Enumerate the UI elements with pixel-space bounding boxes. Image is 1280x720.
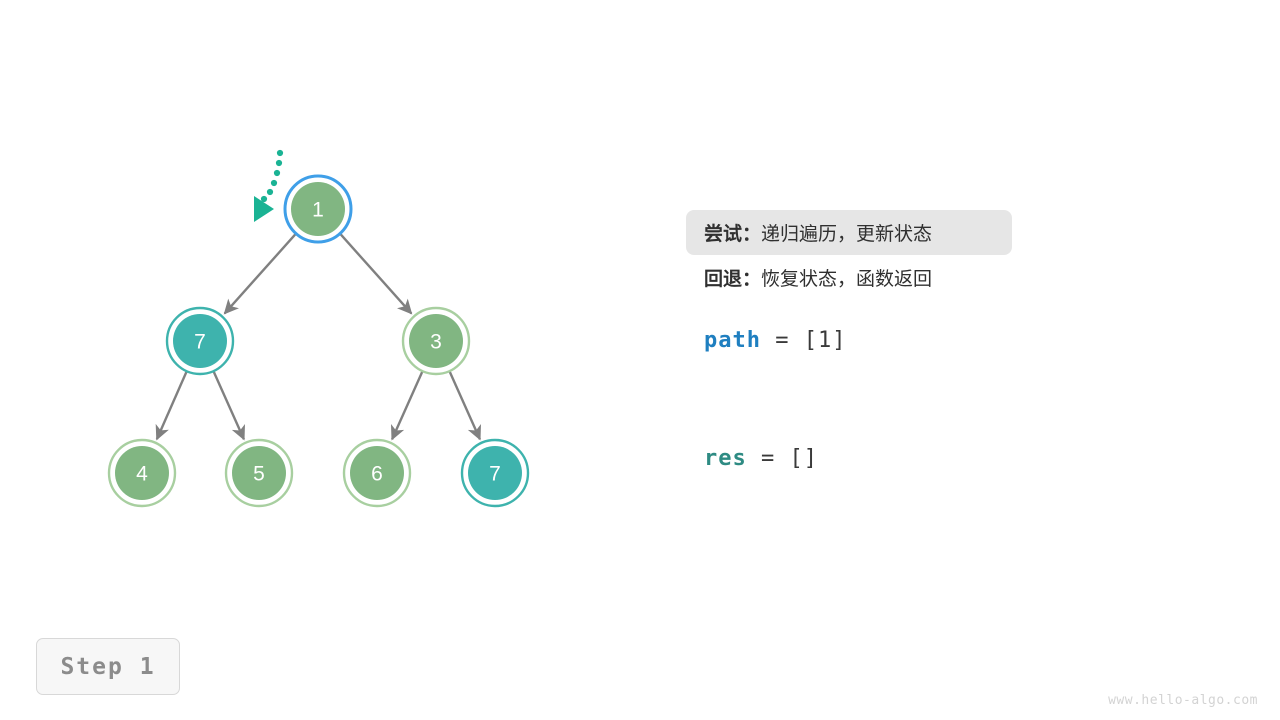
node-ring: [283, 174, 353, 244]
tree-node-layer: 1 7 3 4 5 6 7: [107, 174, 530, 508]
pointer-trail-dot: [260, 195, 268, 203]
node-label: 4: [136, 463, 148, 486]
recursion-pointer-icon: [254, 149, 284, 222]
tree-edge: [391, 370, 424, 441]
tree-node-4[interactable]: 4: [107, 438, 177, 508]
step-badge-label: Step 1: [60, 653, 156, 680]
tree-edge: [212, 370, 245, 441]
node-body: [173, 314, 227, 368]
tree-edge: [339, 232, 413, 315]
node-ring: [460, 438, 530, 508]
node-ring: [342, 438, 412, 508]
pointer-trail-dot: [273, 169, 281, 177]
node-label: 7: [194, 331, 206, 354]
pointer-trail-dot: [270, 179, 278, 187]
tree-edge: [448, 370, 481, 441]
node-body: [115, 446, 169, 500]
path-state-line: path = [1]: [686, 328, 846, 353]
tree-node-3[interactable]: 3: [401, 306, 471, 376]
node-ring: [401, 306, 471, 376]
node-label: 7: [489, 463, 501, 486]
tree-node-7[interactable]: 7: [460, 438, 530, 508]
pointer-trail-dot: [276, 149, 284, 157]
tree-edge: [155, 370, 188, 441]
node-body: [468, 446, 522, 500]
pointer-trail-dot: [275, 159, 283, 167]
tree-edge-layer: [155, 232, 481, 441]
pointer-arrowhead-icon: [254, 196, 274, 222]
node-ring: [107, 438, 177, 508]
panel-row-try-key: 尝试：: [704, 223, 762, 245]
tree-node-6[interactable]: 6: [342, 438, 412, 508]
res-variable-value: = []: [746, 446, 818, 471]
node-body: [232, 446, 286, 500]
tree-node-5[interactable]: 5: [224, 438, 294, 508]
node-ring: [224, 438, 294, 508]
res-variable-name: res: [704, 446, 747, 471]
binary-tree-diagram: 1 7 3 4 5 6 7: [107, 149, 530, 508]
tree-node-1[interactable]: 1: [283, 174, 353, 244]
path-variable-name: path: [704, 328, 761, 353]
panel-row-backtrack-key: 回退：: [704, 268, 762, 290]
node-label: 5: [253, 463, 265, 486]
tree-node-7[interactable]: 7: [165, 306, 235, 376]
res-state-line: res = []: [686, 446, 818, 471]
panel-row-backtrack-value: 恢复状态，函数返回: [761, 268, 933, 290]
panel-row-try: 尝试： 递归遍历，更新状态: [686, 210, 1012, 255]
node-body: [291, 182, 345, 236]
node-label: 1: [312, 199, 324, 222]
state-panel: 尝试： 递归遍历，更新状态 回退： 恢复状态，函数返回 path = [1] r…: [686, 210, 1246, 471]
panel-row-backtrack: 回退： 恢复状态，函数返回: [686, 255, 1012, 300]
panel-row-try-value: 递归遍历，更新状态: [761, 223, 933, 245]
node-label: 3: [430, 331, 442, 354]
tree-edge: [223, 232, 297, 315]
node-body: [350, 446, 404, 500]
step-badge: Step 1: [36, 638, 180, 695]
pointer-trail-dot: [266, 188, 274, 196]
node-ring: [165, 306, 235, 376]
node-body: [409, 314, 463, 368]
path-variable-value: = [1]: [760, 328, 847, 353]
node-label: 6: [371, 463, 383, 486]
watermark: www.hello-algo.com: [1108, 693, 1258, 708]
